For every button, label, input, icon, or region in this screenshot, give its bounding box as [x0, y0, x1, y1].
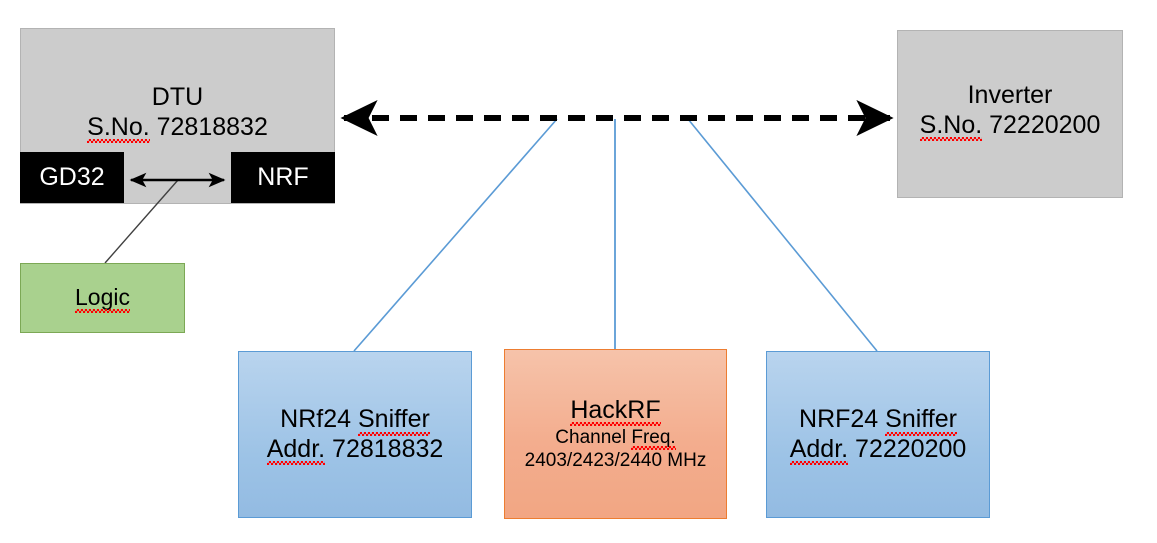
sniffer-right-addr-prefix: Addr.	[789, 434, 849, 465]
sniffer-right-device: NRF24	[799, 405, 879, 433]
inverter-label-line1: Inverter	[967, 81, 1053, 109]
nrf-chip-node[interactable]: NRF	[231, 152, 335, 203]
hackrf-freq-word: Freq.	[631, 427, 677, 451]
sniffer-right-label-line1: NRF24 Sniffer	[799, 405, 957, 435]
sniffer-left-role: Sniffer	[358, 405, 430, 435]
hackrf-node[interactable]: HackRF Channel Freq. 2403/2423/2440 MHz	[504, 349, 727, 519]
logic-label: Logic	[75, 284, 130, 313]
sniffer-left-addr-value: 72818832	[332, 434, 444, 463]
nrf24-sniffer-right-node[interactable]: NRF24 Sniffer Addr. 72220200	[766, 351, 990, 518]
gd32-label: GD32	[39, 162, 105, 191]
inverter-label-line2: S.No. 72220200	[919, 110, 1101, 141]
hackrf-frequency-values: 2403/2423/2440 MHz	[524, 450, 707, 472]
sniffer-right-addr-value: 72220200	[855, 434, 967, 463]
hackrf-label: HackRF	[570, 395, 661, 426]
connector-sniffer-right-tap	[687, 118, 878, 352]
hackrf-channel-word: Channel	[555, 427, 627, 449]
dtu-serial-value: 72818832	[156, 112, 268, 141]
sniffer-left-addr-prefix: Addr.	[266, 434, 326, 465]
connector-sniffer-left-tap	[353, 118, 558, 352]
inverter-node[interactable]: Inverter S.No. 72220200	[897, 30, 1123, 198]
inverter-serial-prefix: S.No.	[919, 110, 983, 141]
sniffer-right-role: Sniffer	[885, 405, 957, 435]
dtu-serial-prefix: S.No.	[87, 112, 150, 143]
sniffer-left-label-line1: NRf24 Sniffer	[280, 405, 430, 435]
nrf24-sniffer-left-node[interactable]: NRf24 Sniffer Addr. 72818832	[238, 351, 472, 518]
sniffer-left-label-line2: Addr. 72818832	[266, 434, 444, 465]
dtu-label-line2: S.No. 72818832	[87, 113, 268, 143]
hackrf-channel-label: Channel Freq.	[555, 426, 677, 451]
logic-analyzer-node[interactable]: Logic	[20, 263, 185, 333]
nrf-label: NRF	[257, 162, 309, 191]
dtu-label-line1: DTU	[151, 83, 204, 111]
gd32-chip-node[interactable]: GD32	[20, 152, 124, 203]
sniffer-right-label-line2: Addr. 72220200	[789, 434, 967, 465]
sniffer-left-device: NRf24	[280, 405, 352, 433]
inverter-serial-value: 72220200	[989, 110, 1101, 139]
